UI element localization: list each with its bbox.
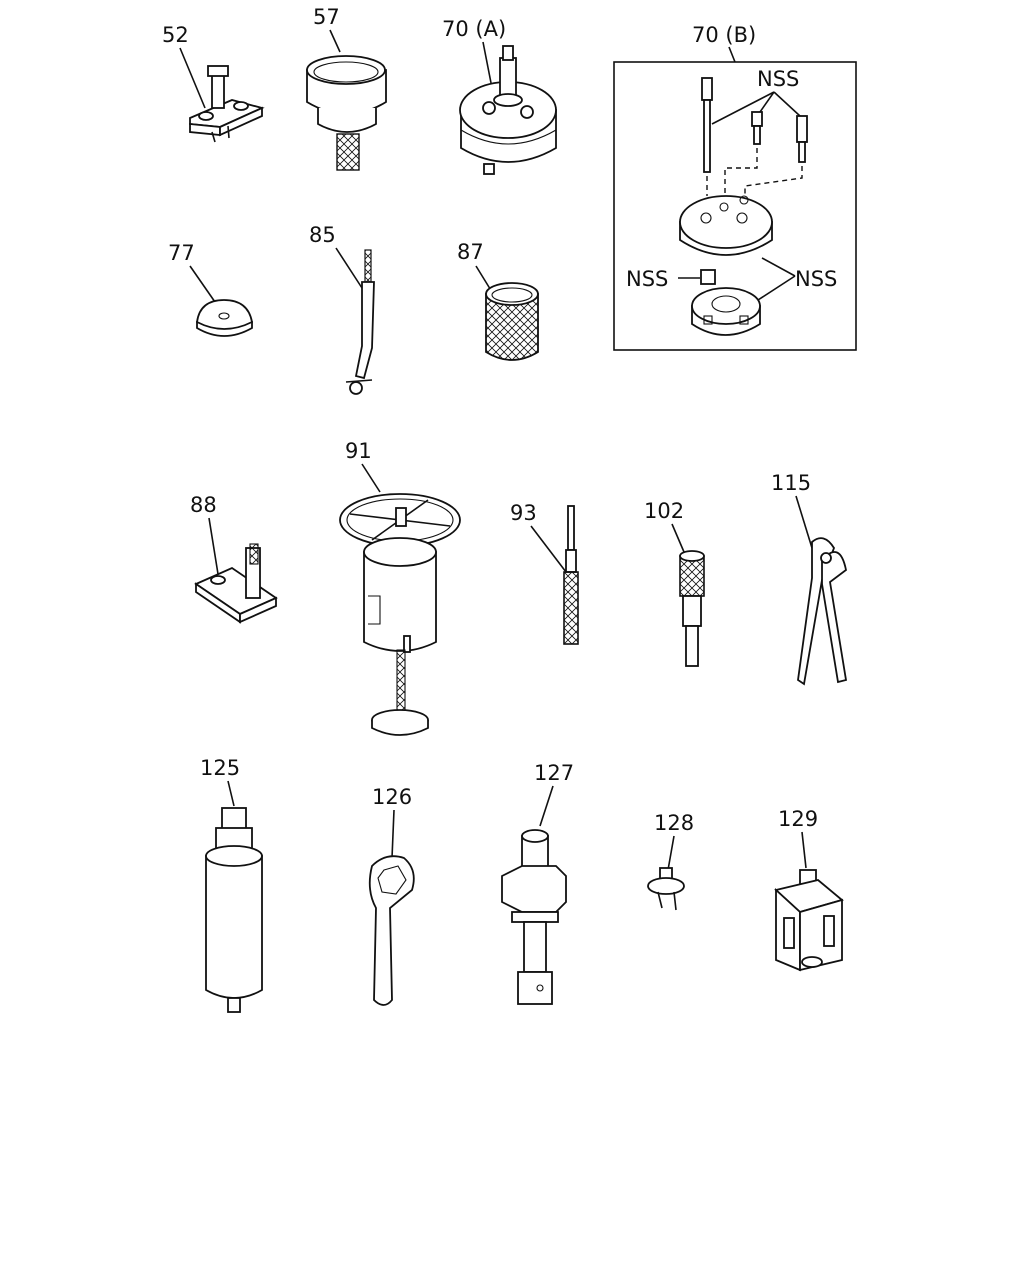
label-87: 87 [457,240,484,264]
label-93: 93 [510,501,537,525]
leader-128 [667,835,675,871]
leader-93 [530,525,567,573]
part-127-hex [501,865,567,913]
part-52-bolt [211,71,225,109]
part-115-pliers-left [797,537,835,686]
part-125: 125 [200,756,263,1013]
part-87-sleeve [485,293,539,361]
label-115: 115 [771,471,811,495]
label-126: 126 [372,785,412,809]
part-127: 127 [501,761,574,1005]
leader-126 [391,809,395,859]
part-93-tip [567,505,575,551]
label-nss-3: NSS [795,267,837,291]
leader-129 [801,831,807,869]
part-57-knurl [336,133,360,171]
label-91: 91 [345,439,372,463]
label-102: 102 [644,499,684,523]
part-125-cylinder [205,855,263,999]
part-85-thread [364,249,372,283]
part-129: 129 [774,807,844,972]
leader-85 [335,247,363,289]
part-70a: 70 (A) [442,17,557,175]
part-52: 52 [162,23,265,143]
part-102: 102 [644,499,705,667]
label-88: 88 [190,493,217,517]
part-102-shaft [685,625,699,667]
label-125: 125 [200,756,240,780]
label-85: 85 [309,223,336,247]
label-nss-1: NSS [757,67,799,91]
part-70b: 70 (B) NSS NSS NSS [613,23,857,351]
part-91-screw [396,649,406,713]
part-57: 57 [306,5,387,171]
label-77: 77 [168,241,195,265]
label-70b: 70 (B) [692,23,756,47]
part-125-hex [221,807,247,831]
label-70a: 70 (A) [442,17,506,41]
part-91: 91 [339,439,461,736]
leader-88 [208,517,219,575]
leader-57 [329,29,341,53]
part-102-head [679,555,705,597]
part-126-wrench [368,855,415,1006]
part-77: 77 [168,241,254,337]
label-57: 57 [313,5,340,29]
label-129: 129 [778,807,818,831]
part-85-bar [354,281,375,380]
part-126: 126 [368,785,415,1006]
label-nss-2: NSS [626,267,668,291]
part-115-pliers-right [821,551,848,684]
leader-70a [482,41,493,89]
label-128: 128 [654,811,694,835]
leader-115 [795,495,813,549]
leader-77 [189,265,216,303]
part-70b-box [613,61,857,351]
part-70b-long-pin [701,77,713,101]
leader-125 [227,780,235,807]
part-128: 128 [647,811,694,911]
leader-52 [179,47,206,109]
part-87: 87 [457,240,539,361]
part-127-socket [517,971,553,1005]
part-93: 93 [510,501,579,645]
leader-91 [361,463,381,493]
leader-70b [728,46,736,63]
leader-102 [671,523,685,553]
part-88: 88 [190,493,278,624]
leader-127 [539,785,554,827]
label-52: 52 [162,23,189,47]
part-85: 85 [309,223,375,395]
label-127: 127 [534,761,574,785]
part-115: 115 [771,471,848,686]
part-93-handle [563,571,579,645]
